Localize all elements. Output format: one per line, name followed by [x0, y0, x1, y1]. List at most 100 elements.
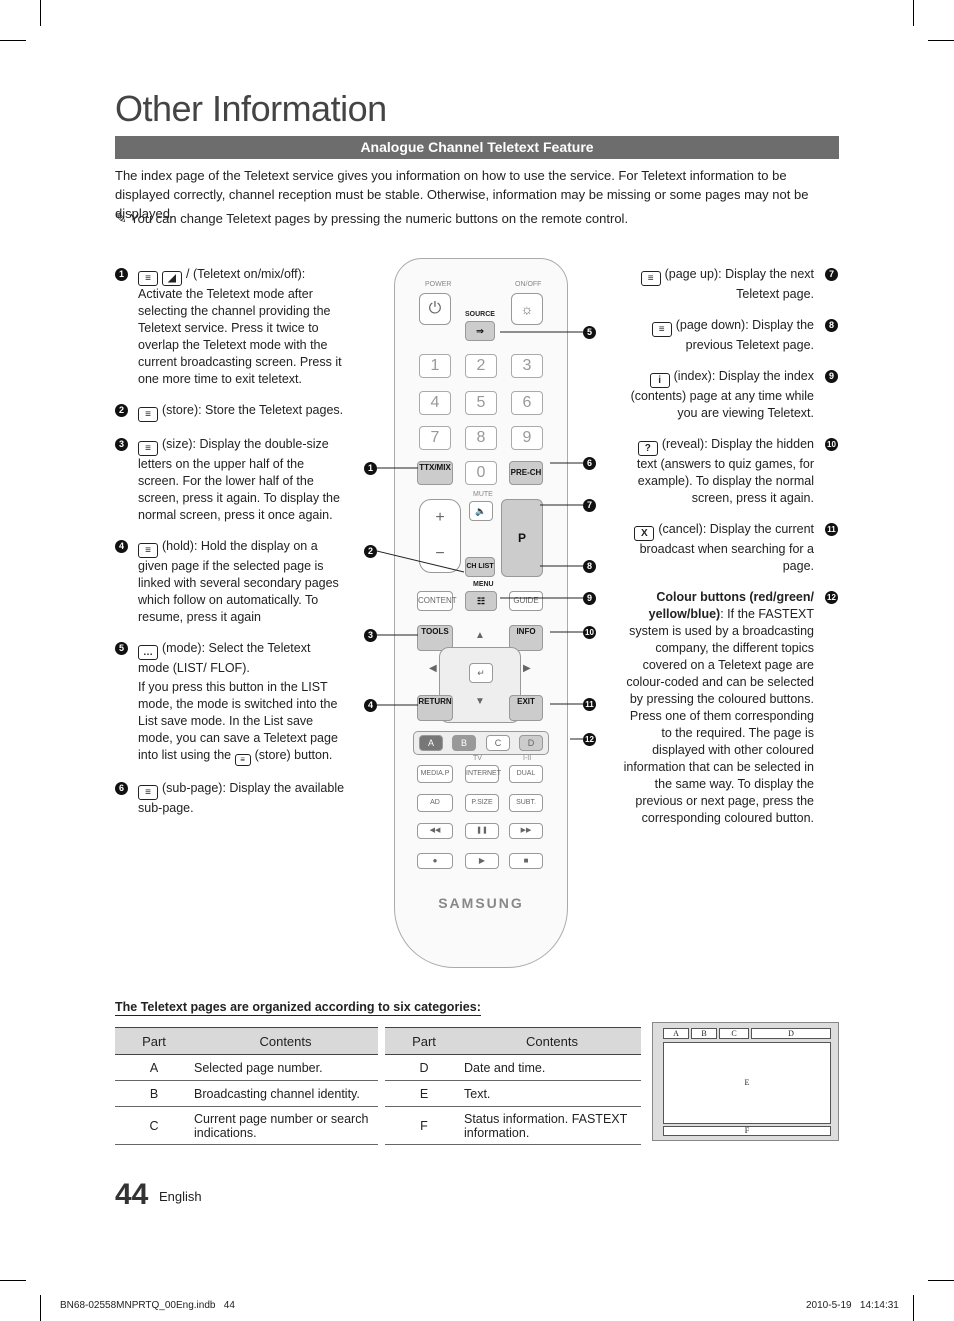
arrow-up-icon: ▲: [475, 630, 485, 641]
table-header-contents: Contents: [463, 1027, 641, 1055]
arrow-left-icon: ◀: [429, 663, 437, 674]
callout-number: 9: [825, 370, 838, 383]
crop-mark: [40, 1295, 41, 1321]
digit-button: 0: [465, 461, 497, 485]
item-bold-text: Colour buttons (red/green/ yellow/blue): [648, 590, 814, 621]
internet-button: INTERNET: [465, 765, 501, 783]
callout-8: 8: [583, 560, 596, 573]
hold-icon: ≡: [138, 543, 158, 558]
table-cell-part: F: [385, 1106, 463, 1145]
table-cell-contents: Selected page number.: [193, 1054, 378, 1081]
table-cell-part: E: [385, 1080, 463, 1107]
table-title: The Teletext pages are organized accordi…: [115, 1000, 481, 1016]
color-button-c: C: [486, 735, 510, 751]
table-cell-contents: Current page number or search indication…: [193, 1106, 378, 1145]
callout-6: 6: [583, 457, 596, 470]
subt-button: SUBT.: [509, 794, 543, 812]
mute-label: MUTE: [473, 491, 493, 498]
table-cell-part: B: [115, 1080, 193, 1107]
table-header-part: Part: [115, 1027, 193, 1055]
diagram-label-f: F: [663, 1126, 831, 1136]
rewind-icon: ◀◀: [417, 823, 453, 839]
list-item: 9 i(index): Display the index (contents)…: [618, 368, 838, 422]
digit-button: 5: [465, 391, 497, 415]
tools-button: TOOLS: [417, 625, 453, 651]
note: ✎ You can change Teletext pages by press…: [115, 210, 628, 227]
callout-2: 2: [364, 545, 377, 558]
callout-number: 8: [825, 319, 838, 332]
diagram-label-a: A: [663, 1028, 689, 1039]
teletext-mix-icon: ◢: [162, 271, 182, 286]
page-number: 44: [115, 1178, 149, 1211]
sub-page-icon: ≡: [138, 785, 158, 800]
record-icon: ●: [417, 853, 453, 869]
store-icon: ≡: [234, 754, 251, 766]
store-icon: ≡: [138, 407, 158, 422]
mute-icon: 🔈: [469, 501, 493, 521]
color-button-b: B: [452, 735, 476, 751]
digit-button: 8: [465, 426, 497, 450]
dual-button: DUAL: [509, 765, 543, 783]
list-item: 4 ≡(hold): Hold the display on a given p…: [115, 538, 345, 626]
stop-icon: ■: [509, 853, 543, 869]
pre-ch-button: PRE-CH: [509, 461, 543, 485]
callout-1: 1: [364, 462, 377, 475]
source-label: SOURCE: [465, 311, 495, 318]
cancel-icon: X: [634, 526, 655, 541]
callout-number: 6: [115, 782, 128, 795]
onoff-label: ON/OFF: [515, 281, 542, 288]
footer-timestamp: 2010-5-19 14:14:31: [806, 1300, 899, 1311]
table-cell-contents: Status information. FASTEXT information.: [463, 1106, 641, 1145]
section-title: Analogue Channel Teletext Feature: [115, 136, 839, 159]
item-text: (mode): Select the Teletext mode (LIST/ …: [138, 641, 311, 675]
table-row: C Current page number or search indicati…: [115, 1106, 378, 1145]
callout-number: 1: [115, 268, 128, 281]
crop-mark: [928, 1280, 954, 1281]
table-row: F Status information. FASTEXT informatio…: [385, 1106, 641, 1145]
crop-mark: [0, 1280, 26, 1281]
page-down-icon: ≡: [651, 322, 672, 337]
crop-mark: [913, 0, 914, 26]
diagram-label-b: B: [691, 1028, 717, 1039]
page-up-icon: ≡: [640, 271, 661, 286]
digit-button: 6: [511, 391, 543, 415]
media-p-button: MEDIA.P: [417, 765, 453, 783]
index-icon: i: [649, 373, 670, 388]
p-size-button: P.SIZE: [465, 794, 499, 812]
table-cell-contents: Text.: [463, 1080, 641, 1107]
list-item: 2 ≡(store): Store the Teletext pages.: [115, 402, 345, 422]
table-row: A Selected page number.: [115, 1054, 378, 1081]
size-icon: ≡: [138, 441, 158, 456]
crop-mark: [0, 40, 26, 41]
light-bulb-icon: ☼: [511, 293, 543, 325]
ad-button: AD: [417, 794, 453, 812]
item-text: (sub-page): Display the available sub-pa…: [138, 781, 345, 815]
color-button-a: A: [419, 735, 443, 751]
callout-number: 5: [115, 642, 128, 655]
footer-file-name: BN68-02558MNPRTQ_00Eng.indb 44: [60, 1300, 235, 1311]
intro-paragraph: The index page of the Teletext service g…: [115, 168, 809, 221]
menu-label: MENU: [473, 581, 494, 588]
digit-button: 7: [419, 426, 451, 450]
play-icon: ▶: [465, 853, 499, 869]
list-item: 3 ≡(size): Display the double-size lette…: [115, 436, 345, 524]
diagram-label-c: C: [719, 1028, 749, 1039]
power-icon: ⏻: [419, 293, 451, 325]
power-label: POWER: [425, 281, 452, 288]
diagram-label-d: D: [751, 1028, 831, 1039]
exit-button: EXIT: [509, 695, 543, 721]
source-icon: ⇒: [465, 321, 495, 341]
channel-rocker: P: [501, 499, 543, 577]
item-text: (store) button.: [254, 748, 333, 762]
item-text: (hold): Hold the display on a given page…: [138, 539, 339, 624]
teletext-on-icon: ≡: [138, 271, 158, 286]
content-button: CONTENT: [417, 591, 457, 611]
callout-9: 9: [583, 592, 596, 605]
digit-button: 2: [465, 354, 497, 378]
callout-11: 11: [583, 698, 596, 711]
table-row: B Broadcasting channel identity.: [115, 1080, 378, 1107]
list-item: 8 ≡(page down): Display the previous Tel…: [618, 317, 838, 354]
callout-number: 3: [115, 438, 128, 451]
list-item: 6 ≡(sub-page): Display the available sub…: [115, 780, 345, 817]
list-item: 7 ≡(page up): Display the next Teletext …: [618, 266, 838, 303]
